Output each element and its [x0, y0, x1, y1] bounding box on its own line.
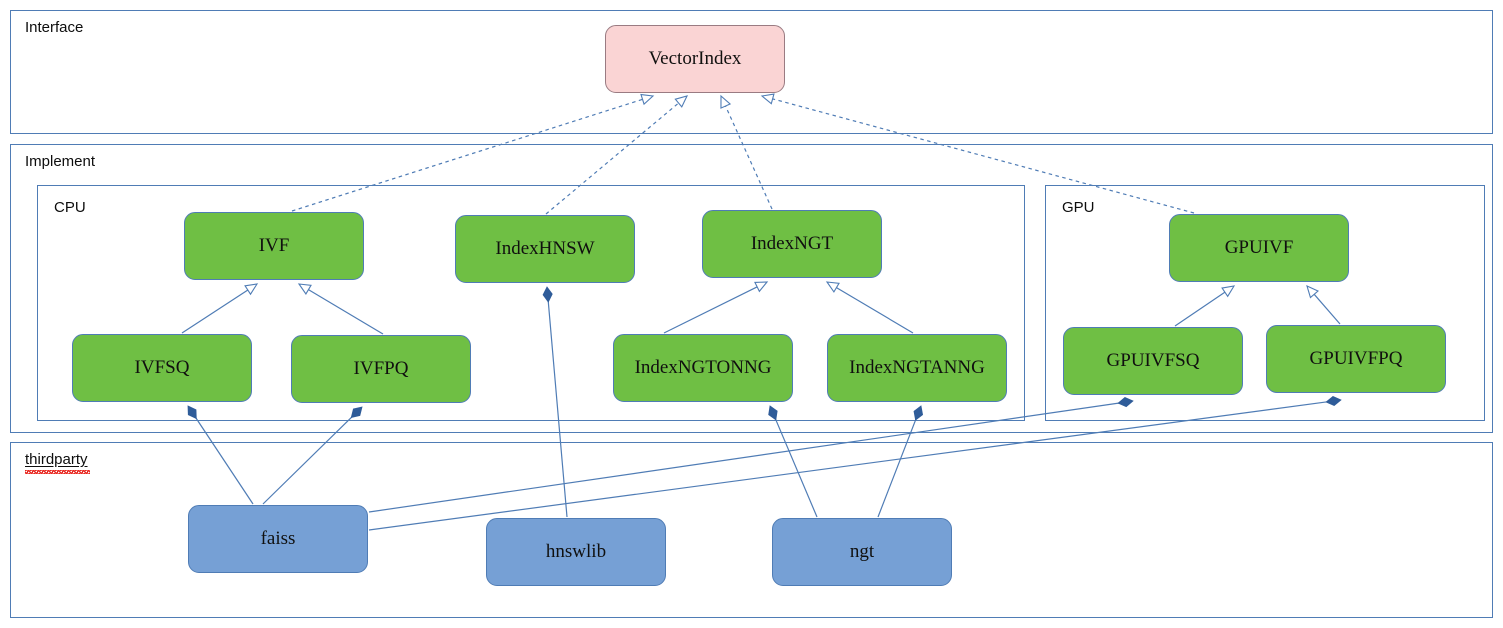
group-label-thirdparty: thirdparty — [25, 451, 90, 474]
class-node-indexngtanng[interactable]: IndexNGTANNG — [827, 334, 1007, 402]
class-node-label: faiss — [260, 527, 296, 549]
class-node-vectorindex[interactable]: VectorIndex — [605, 25, 785, 93]
class-node-gpuivfsq[interactable]: GPUIVFSQ — [1063, 327, 1243, 395]
class-node-label: hnswlib — [545, 540, 607, 562]
class-node-label: IndexNGTONNG — [634, 356, 772, 378]
class-node-indexngt[interactable]: IndexNGT — [702, 210, 882, 278]
class-node-ivf[interactable]: IVF — [184, 212, 364, 280]
class-node-label: IVF — [258, 234, 290, 256]
group-label-gpu: GPU — [1062, 199, 1095, 216]
group-label-implement: Implement — [25, 153, 96, 170]
class-node-ngt[interactable]: ngt — [772, 518, 952, 586]
group-label-cpu: CPU — [54, 199, 86, 216]
class-node-label: IVFPQ — [353, 357, 409, 379]
class-node-label: IndexNGT — [750, 232, 834, 254]
class-node-label: GPUIVFPQ — [1309, 347, 1403, 369]
class-node-faiss[interactable]: faiss — [188, 505, 368, 573]
class-node-label: GPUIVF — [1224, 236, 1294, 258]
class-node-gpuivfpq[interactable]: GPUIVFPQ — [1266, 325, 1446, 393]
class-node-label: IndexNGTANNG — [849, 356, 985, 378]
class-node-label: IndexHNSW — [495, 237, 595, 259]
class-node-label: VectorIndex — [648, 47, 742, 69]
group-label-interface: Interface — [25, 19, 84, 36]
class-node-hnswlib[interactable]: hnswlib — [486, 518, 666, 586]
class-node-indexngtonng[interactable]: IndexNGTONNG — [613, 334, 793, 402]
class-node-label: IVFSQ — [134, 356, 190, 378]
class-node-gpuivf[interactable]: GPUIVF — [1169, 214, 1349, 282]
class-node-label: ngt — [849, 540, 875, 562]
class-node-indexhnsw[interactable]: IndexHNSW — [455, 215, 635, 283]
class-node-ivfsq[interactable]: IVFSQ — [72, 334, 252, 402]
class-node-ivfpq[interactable]: IVFPQ — [291, 335, 471, 403]
class-node-label: GPUIVFSQ — [1106, 349, 1200, 371]
